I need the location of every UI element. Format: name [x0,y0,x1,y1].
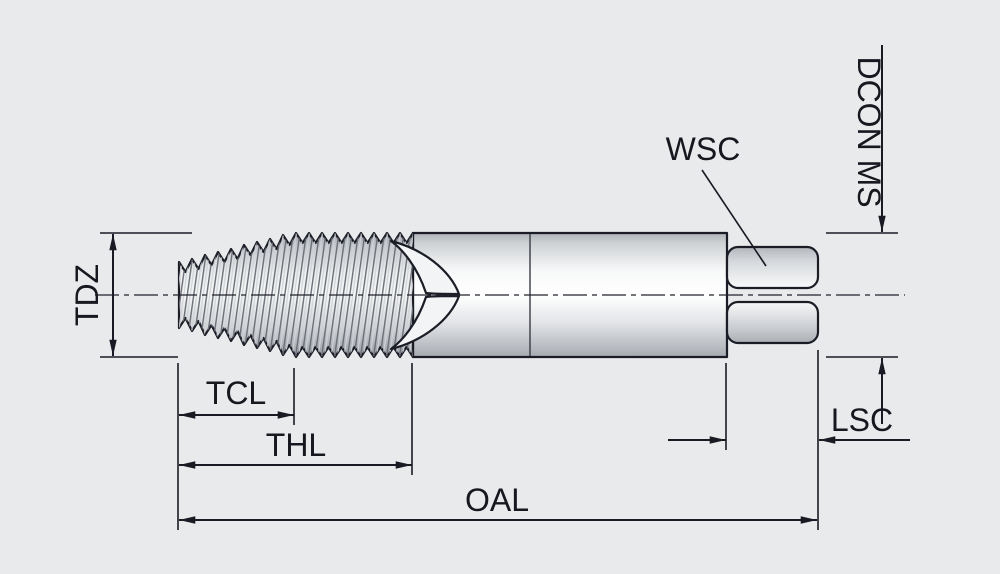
label-oal: OAL [465,482,529,518]
square-drive-bottom [725,300,820,345]
dimension-tcl: TCL [178,368,295,425]
dimension-thl: THL [178,363,413,475]
wsc-leader-line [701,169,767,267]
label-tcl: TCL [206,375,266,411]
square-drive-top [725,245,820,290]
flute-runout-top [389,239,461,296]
label-tdz: TDZ [69,264,105,326]
dimension-oal: OAL [178,482,818,524]
label-wsc: WSC [666,131,741,167]
callout-wsc: WSC [666,131,767,267]
label-lsc: LSC [831,402,893,438]
flute-runout-bottom [389,294,461,351]
label-thl: THL [266,427,326,463]
dimension-tdz: TDZ [69,232,192,358]
dimension-dcon-ms: DCON MS [826,45,898,424]
label-dcon-ms: DCON MS [851,56,887,207]
